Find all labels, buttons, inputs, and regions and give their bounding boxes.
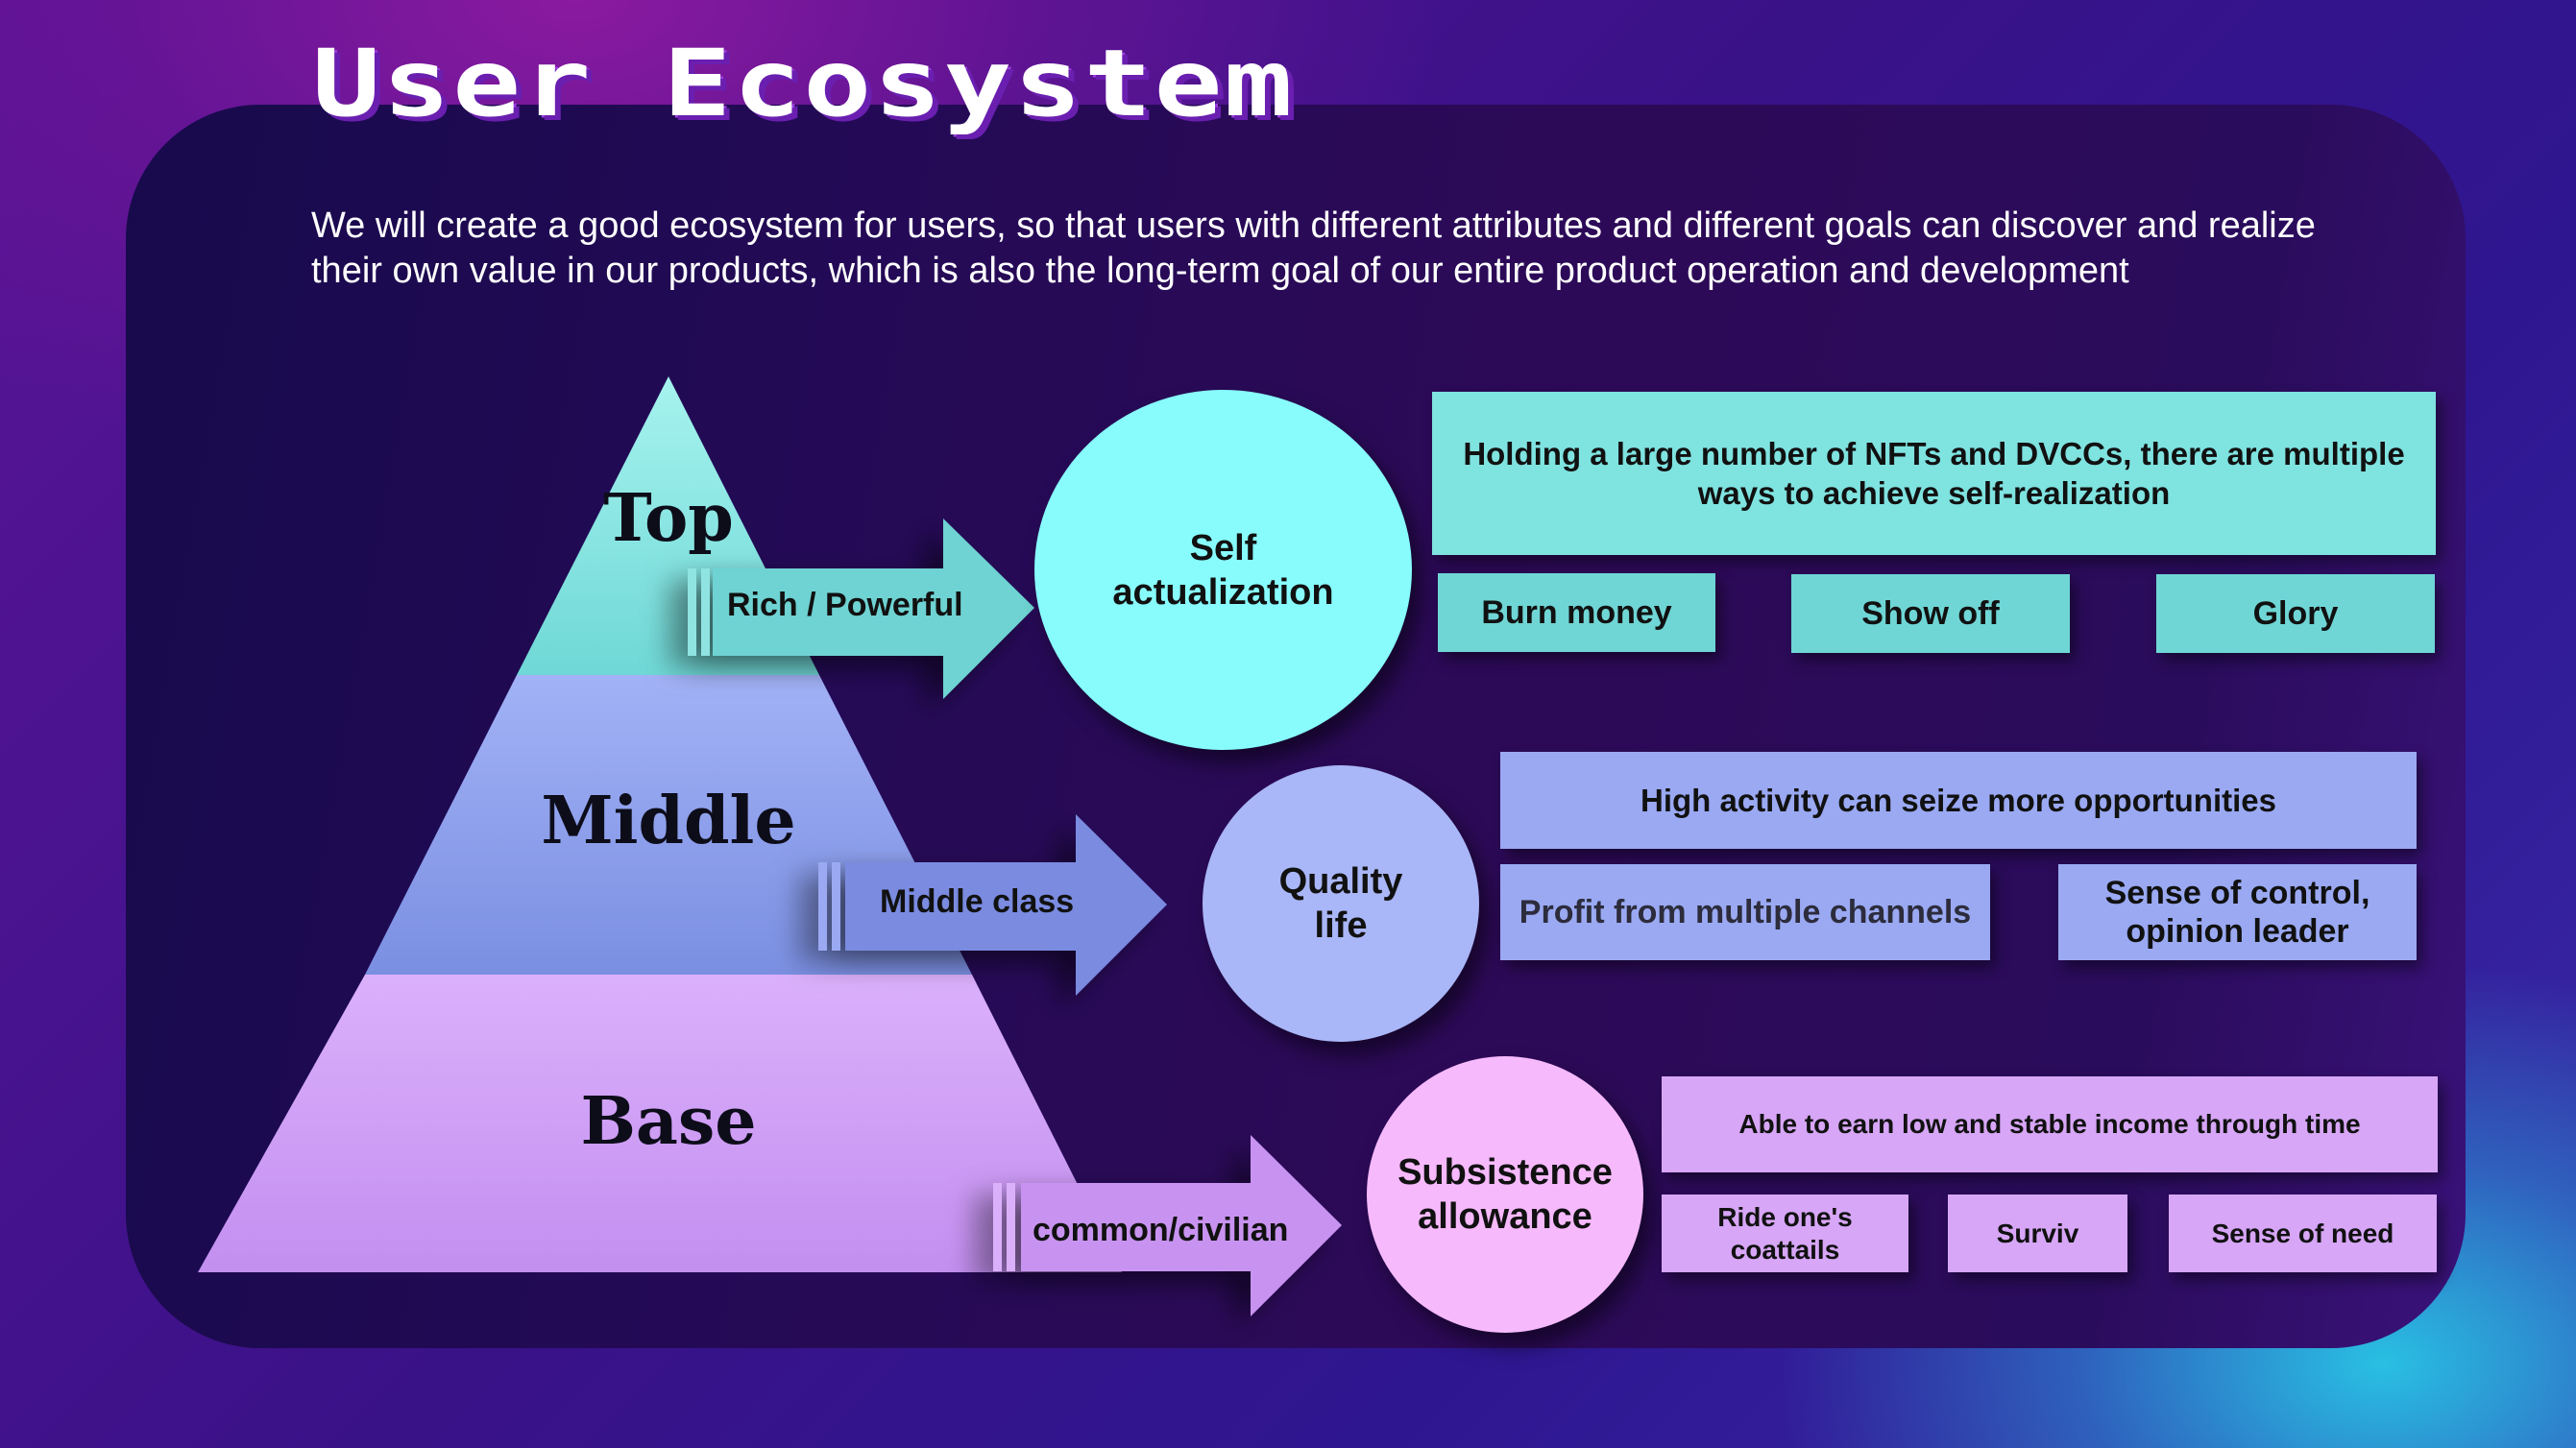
- circle-self-actualization-label: Self actualization: [1112, 527, 1334, 613]
- top-item-glory: Glory: [2156, 574, 2435, 653]
- base-item-ride-coattails: Ride one's coattails: [1662, 1195, 1908, 1272]
- base-item-surviv: Surviv: [1948, 1195, 2127, 1272]
- arrow-top-label: Rich / Powerful: [727, 587, 963, 623]
- circle-subsistence-allowance-label: Subsistence allowance: [1397, 1152, 1613, 1237]
- page-title: User Ecosystem: [312, 29, 1295, 138]
- circle-quality-life-label: Quality life: [1278, 861, 1403, 946]
- circle-quality-life: Quality life: [1203, 765, 1479, 1042]
- circle-self-actualization: Self actualization: [1034, 390, 1412, 750]
- middle-item-profit-channels: Profit from multiple channels: [1500, 864, 1990, 960]
- arrow-middle-label: Middle class: [880, 883, 1075, 920]
- base-item-sense-of-need: Sense of need: [2169, 1195, 2437, 1272]
- arrow-base-label: common/civilian: [1033, 1212, 1289, 1248]
- pyramid-top-label: Top: [603, 480, 734, 557]
- top-headline-box: Holding a large number of NFTs and DVCCs…: [1432, 392, 2436, 555]
- arrow-middle: [818, 814, 1167, 996]
- arrow-top: [688, 519, 1034, 699]
- pyramid-middle-label: Middle: [541, 783, 796, 859]
- arrow-base: [993, 1135, 1342, 1316]
- pyramid-base-label: Base: [580, 1083, 757, 1160]
- pyramid-base-tier: [198, 975, 1122, 1272]
- top-item-show-off: Show off: [1791, 574, 2070, 653]
- top-item-burn-money: Burn money: [1438, 573, 1715, 652]
- circle-subsistence-allowance: Subsistence allowance: [1367, 1056, 1643, 1333]
- base-headline-box: Able to earn low and stable income throu…: [1662, 1076, 2438, 1172]
- page-subtitle: We will create a good ecosystem for user…: [311, 205, 2316, 291]
- middle-item-sense-of-control: Sense of control, opinion leader: [2058, 864, 2417, 960]
- middle-headline-box: High activity can seize more opportuniti…: [1500, 752, 2417, 849]
